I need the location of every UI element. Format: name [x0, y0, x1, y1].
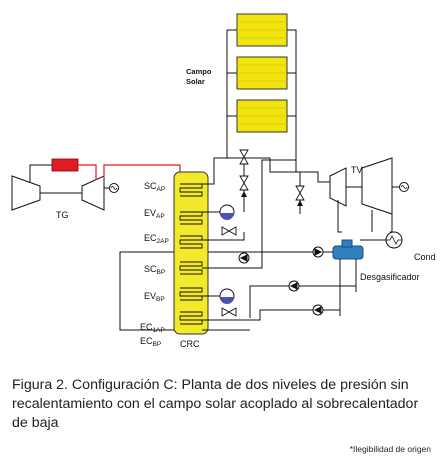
exhaust-gas-line: [103, 164, 181, 178]
gas-turbine-expander: [81, 175, 105, 211]
solar-collector-3: [236, 99, 288, 133]
source-note: *Ilegibilidad de origen: [349, 444, 431, 454]
section-sc-bp: SCBP: [144, 264, 165, 276]
section-ec-2ap: EC2AP: [144, 233, 169, 245]
solar-field: Campo Solar: [186, 13, 297, 172]
section-sc-ap: SCAP: [144, 181, 165, 193]
hp-drum: [219, 204, 235, 220]
section-ec-bp: ECBP: [140, 336, 161, 348]
lp-circuit: [119, 159, 356, 331]
section-ec-1ap: EC1AP: [140, 322, 165, 334]
solar-field-label: Campo Solar: [186, 67, 214, 86]
compressor: [11, 175, 41, 211]
pumps: [238, 246, 324, 316]
hrsg-label: CRC: [180, 339, 200, 349]
condenser: Cond: [360, 231, 436, 262]
combustor: [51, 158, 79, 172]
hrsg: CRC SCAP EVAP EC2AP SCBP EVBP EC1AP ECBP: [140, 171, 209, 349]
solar-collector-1: [236, 13, 288, 47]
figure-caption: Figura 2. Configuración C: Planta de dos…: [12, 377, 419, 431]
gas-turbine-label: TG: [56, 210, 69, 220]
deaerator: Desgasificador: [332, 239, 420, 316]
section-ev-ap: EVAP: [144, 208, 165, 220]
arrows-up: [241, 191, 303, 208]
steam-turbine-label: TV: [351, 165, 363, 175]
section-ev-bp: EVBP: [144, 291, 165, 303]
condenser-label: Cond: [414, 252, 436, 262]
deaerator-label: Desgasificador: [360, 272, 420, 282]
solar-collector-2: [236, 56, 288, 90]
gas-turbine: TG: [11, 158, 181, 220]
lp-drum: [219, 288, 235, 304]
plant-diagram: Campo Solar TG CRC SCAP EVAP EC: [11, 13, 436, 349]
hp-circuit: [202, 157, 330, 241]
valve-hp: [221, 149, 305, 236]
valve-lp: [221, 307, 237, 317]
steam-turbine: TV: [329, 157, 409, 233]
